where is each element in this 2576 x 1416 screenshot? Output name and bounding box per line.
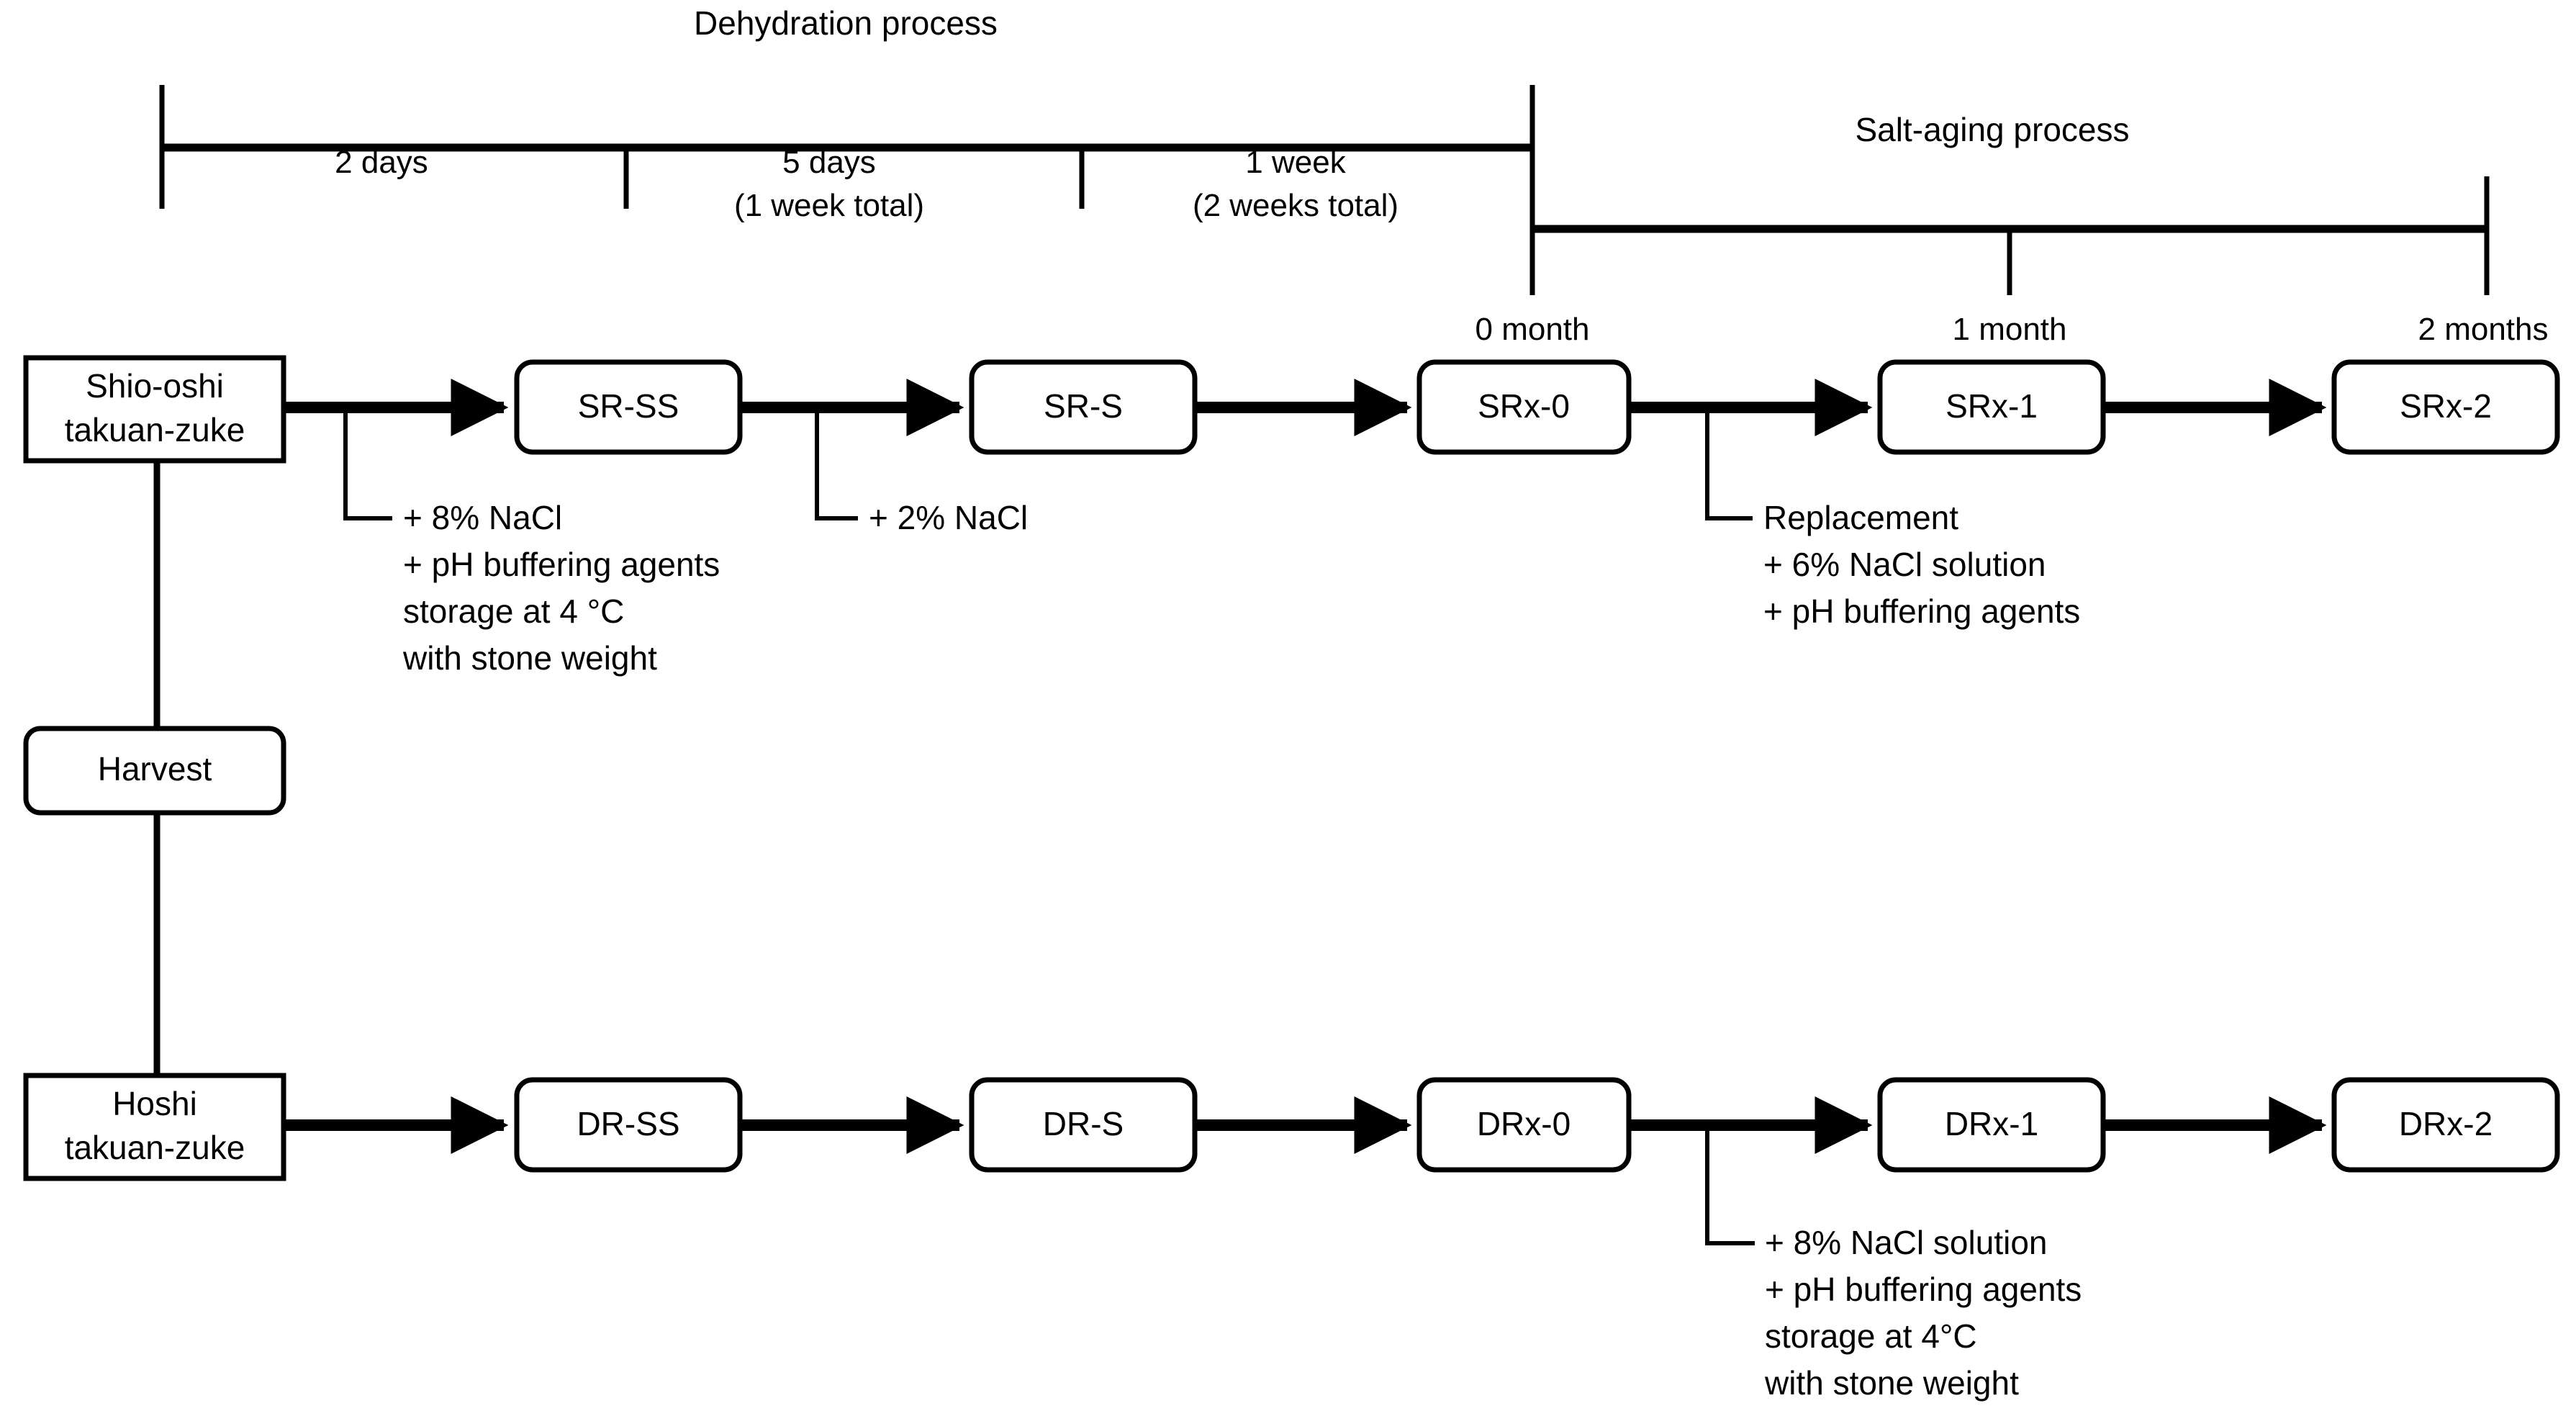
annotation-dry-replacement: + 8% NaCl solution + pH buffering agents… bbox=[1764, 1224, 2082, 1402]
node-sr-ss[interactable]: SR-SS bbox=[514, 359, 743, 455]
annot-salt-initial-line-0: + 8% NaCl bbox=[403, 499, 562, 536]
annot-dry-replacement-line-1: + pH buffering agents bbox=[1765, 1271, 2082, 1308]
branch-salt-second bbox=[815, 407, 858, 520]
node-dr-ss-label: DR-SS bbox=[577, 1105, 679, 1142]
dehydration-timeline: Dehydration process 2 days 5 days (1 wee… bbox=[159, 4, 1535, 295]
node-sr-ss-label: SR-SS bbox=[578, 387, 679, 425]
salt-aging-tick-2-label: 2 months bbox=[2418, 312, 2549, 347]
node-harvest-label: Harvest bbox=[98, 750, 212, 788]
annot-salt-initial-line-2: storage at 4 °C bbox=[403, 592, 624, 630]
node-dr-s-label: DR-S bbox=[1043, 1105, 1124, 1142]
node-shio-oshi-label-line1: Shio-oshi bbox=[86, 367, 224, 405]
salt-row-annotation-branches bbox=[343, 407, 1753, 520]
annot-dry-replacement-line-2: storage at 4°C bbox=[1765, 1317, 1977, 1355]
node-hoshi-shape bbox=[23, 1073, 286, 1181]
salt-aging-tick-0-label: 0 month bbox=[1475, 312, 1590, 347]
dehydration-segment-2-label-line2: (2 weeks total) bbox=[1193, 188, 1398, 223]
node-hoshi-label-line1: Hoshi bbox=[112, 1085, 197, 1122]
node-srx-2-shape bbox=[2331, 359, 2560, 455]
dry-row-nodes: DR-SS DR-S DRx-0 DRx-1 DRx-2 bbox=[285, 1077, 2560, 1173]
node-srx-1-label: SRx-1 bbox=[1945, 387, 2038, 425]
node-shio-oshi-label-line2: takuan-zuke bbox=[65, 411, 245, 448]
node-harvest-shape bbox=[23, 726, 286, 816]
node-srx-2[interactable]: SRx-2 bbox=[2331, 359, 2560, 455]
annot-salt-initial-line-1: + pH buffering agents bbox=[403, 546, 720, 583]
dehydration-segment-1-label-line2: (1 week total) bbox=[734, 188, 924, 223]
node-srx-0-label: SRx-0 bbox=[1478, 387, 1570, 425]
node-drx-0[interactable]: DRx-0 bbox=[1416, 1077, 1632, 1173]
node-drx-0-label: DRx-0 bbox=[1477, 1105, 1571, 1142]
node-drx-2-shape bbox=[2331, 1077, 2560, 1173]
node-shio-oshi-shape bbox=[23, 355, 286, 464]
branch-dry-replacement bbox=[1705, 1125, 1755, 1245]
dehydration-segment-2-label-line1: 1 week bbox=[1245, 145, 1346, 180]
node-drx-2-label: DRx-2 bbox=[2399, 1105, 2493, 1142]
node-shio-oshi-takuan-zuke[interactable]: Shio-oshi takuan-zuke bbox=[23, 355, 286, 464]
node-sr-s-label: SR-S bbox=[1044, 387, 1123, 425]
node-srx-2-label: SRx-2 bbox=[2400, 387, 2492, 425]
annot-dry-replacement-line-0: + 8% NaCl solution bbox=[1765, 1224, 2047, 1261]
salt-row-nodes: SR-SS SR-S SRx-0 SRx-1 SRx-2 bbox=[285, 359, 2560, 455]
dehydration-segment-1-label-line1: 5 days bbox=[782, 145, 876, 180]
dry-row-annotation-branches bbox=[1705, 1125, 1755, 1245]
annot-salt-replacement-line-1: + 6% NaCl solution bbox=[1763, 546, 2046, 583]
annotation-salt-initial: + 8% NaCl + pH buffering agents storage … bbox=[402, 499, 720, 677]
node-dr-ss[interactable]: DR-SS bbox=[514, 1077, 743, 1173]
node-drx-2[interactable]: DRx-2 bbox=[2331, 1077, 2560, 1173]
annot-salt-second-line-0: + 2% NaCl bbox=[869, 499, 1028, 536]
node-sr-s[interactable]: SR-S bbox=[969, 359, 1198, 455]
salt-aging-timeline: Salt-aging process 0 month 1 month 2 mon… bbox=[1475, 111, 2549, 347]
node-srx-0[interactable]: SRx-0 bbox=[1416, 359, 1632, 455]
dehydration-process-title: Dehydration process bbox=[694, 4, 998, 42]
node-drx-1-label: DRx-1 bbox=[1945, 1105, 2038, 1142]
dehydration-segment-0-label-line1: 2 days bbox=[335, 145, 428, 180]
branch-salt-replacement bbox=[1705, 407, 1753, 520]
node-drx-1[interactable]: DRx-1 bbox=[1877, 1077, 2106, 1173]
annot-dry-replacement-line-3: with stone weight bbox=[1764, 1364, 2019, 1402]
annot-salt-replacement-line-0: Replacement bbox=[1763, 499, 1958, 536]
node-hoshi-label-line2: takuan-zuke bbox=[65, 1129, 245, 1166]
node-hoshi-takuan-zuke[interactable]: Hoshi takuan-zuke bbox=[23, 1073, 286, 1181]
annotation-salt-second: + 2% NaCl bbox=[869, 499, 1028, 536]
annot-salt-initial-line-3: with stone weight bbox=[402, 639, 657, 677]
salt-aging-tick-1-label: 1 month bbox=[1953, 312, 2067, 347]
annot-salt-replacement-line-2: + pH buffering agents bbox=[1763, 592, 2080, 630]
node-dr-s[interactable]: DR-S bbox=[969, 1077, 1198, 1173]
node-srx-1[interactable]: SRx-1 bbox=[1877, 359, 2106, 455]
salt-aging-process-title: Salt-aging process bbox=[1856, 111, 2130, 148]
branch-salt-initial bbox=[343, 407, 392, 520]
annotation-salt-replacement: Replacement + 6% NaCl solution + pH buff… bbox=[1763, 499, 2080, 630]
node-harvest[interactable]: Harvest bbox=[23, 726, 286, 816]
